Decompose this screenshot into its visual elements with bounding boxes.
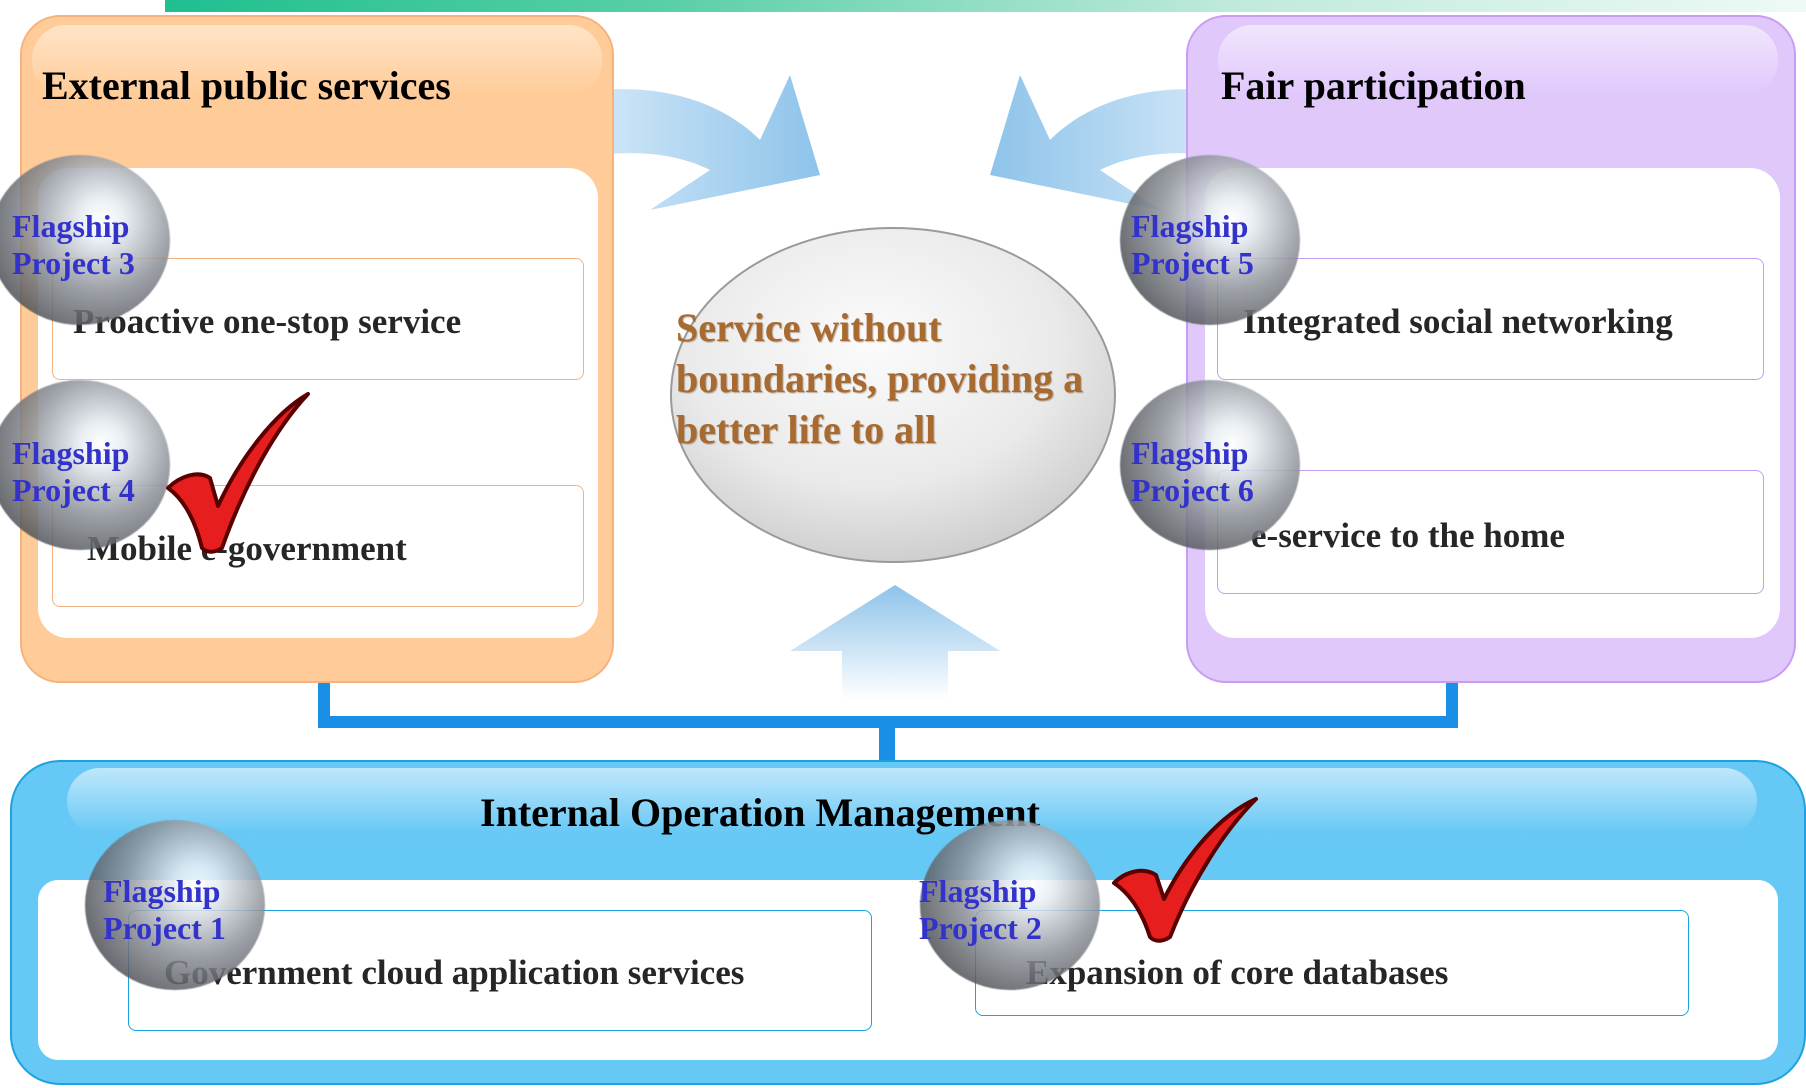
fair-participation-title: Fair participation [1221,63,1526,108]
flagship-label-line: Project 3 [12,245,135,281]
flagship-label-5: Flagship Project 5 [1131,208,1254,282]
project-5-title: Integrated social networking [1243,302,1673,341]
center-text-line: better life to all [676,407,937,452]
flagship-label-line: Flagship [12,208,130,244]
flagship-label-3: Flagship Project 3 [12,208,135,282]
flagship-label-6: Flagship Project 6 [1131,435,1254,509]
arrow-up [790,585,1000,700]
center-ellipse [670,227,1116,563]
project-1-title: Government cloud application services [164,953,745,992]
project-3-title: Proactive one-stop service [73,302,462,341]
arrow-left-curved [600,75,820,210]
project-2-title: Expansion of core databases [1026,953,1449,992]
project-6-box [1217,470,1764,594]
panel-sheen [1218,25,1778,95]
flagship-label-2: Flagship Project 2 [919,873,1042,947]
center-text-line: boundaries, providing a [676,356,1084,401]
center-text-line: Service without [676,305,942,350]
flagship-label-line: Project 5 [1131,245,1254,281]
bubble-project-3 [0,155,170,325]
bubble-project-4 [0,380,170,550]
flagship-label-line: Project 4 [12,472,135,508]
flagship-label-line: Flagship [12,435,130,471]
flagship-label-line: Project 1 [103,910,226,946]
flagship-label-line: Flagship [1131,208,1249,244]
connector-center-vertical [879,716,895,760]
top-accent-bar [165,0,1806,12]
external-services-title: External public services [42,63,451,108]
panel-sheen [67,768,1757,834]
checkmark-icon [166,392,310,554]
panel-sheen [32,25,602,95]
bubble-project-2 [920,820,1100,990]
arrow-right-curved [990,75,1210,210]
project-6-title: e-service to the home [1251,516,1565,555]
project-5-box [1217,258,1764,380]
flagship-label-line: Project 2 [919,910,1042,946]
flagship-label-1: Flagship Project 1 [103,873,226,947]
project-4-title: Mobile e-government [87,529,407,568]
bubble-project-1 [85,820,265,990]
bubble-project-6 [1120,380,1300,550]
internal-operation-title: Internal Operation Management [480,790,1040,835]
flagship-label-line: Project 6 [1131,472,1254,508]
flagship-label-4: Flagship Project 4 [12,435,135,509]
flagship-label-line: Flagship [919,873,1037,909]
bubble-project-5 [1120,155,1300,325]
flagship-label-line: Flagship [1131,435,1249,471]
center-vision-text: Service without boundaries, providing a … [676,302,1083,455]
checkmark-icon [1112,797,1258,943]
flagship-label-line: Flagship [103,873,221,909]
